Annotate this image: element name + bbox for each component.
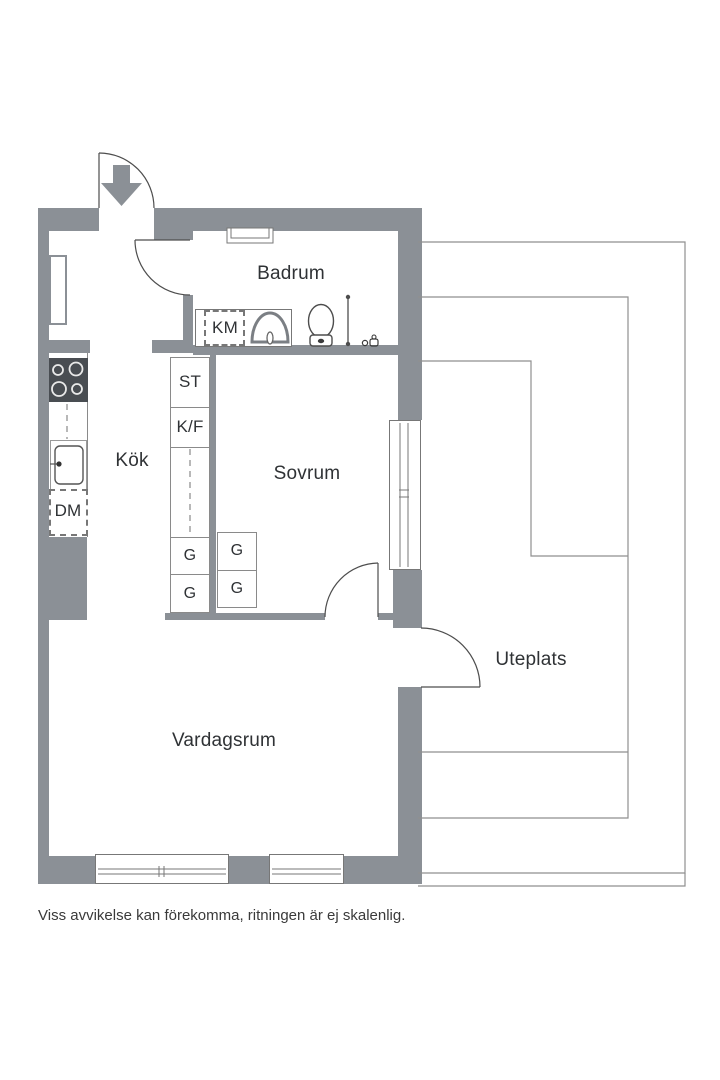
wall-hall-bath-partition <box>183 295 193 345</box>
patio-door-arc <box>420 627 481 688</box>
cabinet-divider <box>170 574 210 575</box>
room-label-badrum: Badrum <box>257 263 325 284</box>
wall-right-lower <box>398 687 422 884</box>
wardrobe-g-label: G <box>183 547 197 564</box>
wall-kitchen-bedroom-partition <box>210 353 216 613</box>
wall-hall-right-band <box>152 340 193 353</box>
wall-right-upper <box>398 208 422 420</box>
patio-middle-boundary <box>418 296 629 819</box>
toilet-lid-dot <box>317 338 325 344</box>
stove <box>49 358 88 402</box>
kitchen-sink <box>50 440 87 490</box>
room-label-uteplats: Uteplats <box>495 649 567 670</box>
patio-inner-boundary <box>418 360 628 557</box>
patio-outer-curb <box>418 873 686 887</box>
wall-hall-left-stub <box>38 340 90 353</box>
wall-top-right-of-entrance <box>154 208 422 231</box>
livingroom-window-large <box>95 854 229 884</box>
room-label-vardagsrum: Vardagsrum <box>171 730 277 751</box>
cabinet-divider <box>217 570 257 571</box>
washing-machine-km <box>204 310 245 346</box>
wardrobe-g-label: G <box>183 585 197 602</box>
cabinet-divider <box>170 447 210 448</box>
shower-rail-end <box>345 294 351 300</box>
bedroom-window <box>389 420 421 570</box>
dishwasher-dm <box>49 489 88 536</box>
entrance-door-arc <box>98 152 155 209</box>
fridge-freezer-label: K/F <box>176 417 204 436</box>
hall-radiator <box>49 255 67 325</box>
wall-top-left-of-entrance <box>38 208 99 231</box>
entrance-arrow-icon <box>101 165 142 206</box>
room-label-sovrum: Sovrum <box>273 463 341 484</box>
closet-st-label: ST <box>178 372 202 391</box>
washing-machine-label: KM <box>212 318 238 337</box>
room-label-kok: Kök <box>115 450 149 471</box>
bathroom-door-arc <box>134 239 191 296</box>
wardrobe-g-label: G <box>230 542 244 559</box>
wall-bathroom-bottom <box>193 345 398 355</box>
faucet-knob <box>371 334 377 340</box>
toilet-bowl-icon <box>307 303 335 339</box>
wall-bedroom-door-notch <box>378 613 398 620</box>
wall-bedroom-bottom-thin <box>165 613 325 620</box>
disclaimer-text: Viss avvikelse kan förekomma, ritningen … <box>38 907 406 924</box>
cabinet-divider <box>170 537 210 538</box>
patio-outer-boundary <box>418 241 686 874</box>
wall-entry-bath-stub <box>154 231 193 240</box>
bedroom-door-arc <box>324 562 379 618</box>
livingroom-window-small <box>269 854 344 884</box>
kitchen-counter-edge <box>87 353 88 537</box>
dishwasher-label: DM <box>54 501 82 520</box>
wall-kitchen-counter-block <box>38 537 87 620</box>
wardrobe-g-label: G <box>230 580 244 597</box>
cabinet-divider <box>170 407 210 408</box>
